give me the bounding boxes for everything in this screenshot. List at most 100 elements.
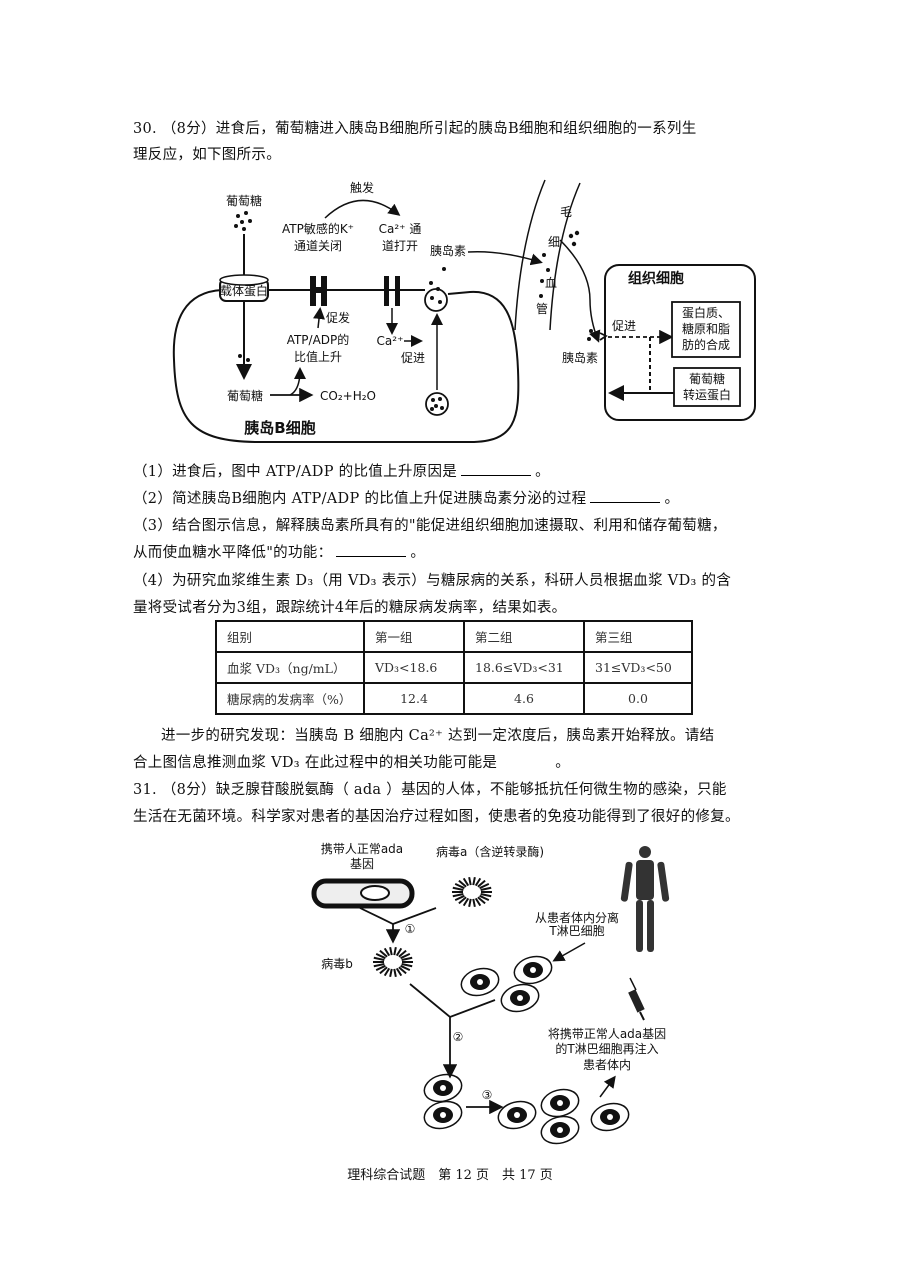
plasmid-label-2: 基因 (350, 857, 374, 871)
t-cell-icon (423, 1100, 463, 1130)
t-cell-icon (540, 1115, 580, 1145)
isolate-label: 从患者体内分离 (535, 910, 619, 925)
answer-blank-4[interactable] (501, 755, 551, 767)
table-row: 组别 第一组 第二组 第三组 (215, 620, 693, 653)
page-footer: 理科综合试题 第 12 页 共 17 页 (347, 1168, 553, 1183)
ca-channel-label: Ca²⁺ 通 (379, 222, 422, 236)
virus-a-icon (452, 876, 492, 908)
capillary-char: 细 (548, 235, 560, 249)
table-cell: 血浆 VD₃（ng/mL） (215, 651, 365, 684)
t-cell-icon (497, 1100, 537, 1130)
k-channel-label-2: 通道关闭 (294, 239, 342, 253)
table-cell: 第一组 (363, 620, 465, 653)
t-cell-icon (423, 1073, 463, 1103)
q31-stem: 31. （8分）缺乏腺苷酸脱氨酶（ ada ）基因的人体，不能够抵抗任何微生物的… (133, 782, 727, 798)
virus-b-label: 病毒b (321, 956, 353, 971)
question-1-text: （1）进食后，图中 ATP/ADP 的比值上升原因是 (133, 464, 458, 480)
glucose-dots (234, 211, 252, 231)
step-2-label: ② (453, 1030, 464, 1044)
answer-blank-3[interactable] (336, 544, 407, 557)
further-finding-cont: 合上图信息推测血浆 VD₃ 在此过程中的相关功能可能是。 (133, 755, 571, 771)
question-4-cont: 量将受试者分为3组，跟踪统计4年后的糖尿病发病率，结果如表。 (133, 600, 567, 616)
synthesis-label: 蛋白质、 (682, 305, 730, 320)
table-cell: 4.6 (463, 682, 585, 715)
q30-stem-cont: 理反应，如下图所示。 (133, 147, 281, 163)
q31-stem-cont: 生活在无菌环境。科学家对患者的基因治疗过程如图，使患者的免疫功能得到了很好的修复… (133, 809, 740, 825)
glucose-top-label: 葡萄糖 (226, 193, 262, 208)
insulin-label-2: 胰岛素 (562, 350, 598, 365)
inject-label: 将携带正常人ada基因 (548, 1026, 666, 1041)
transporter-label: 转运蛋白 (683, 387, 731, 402)
question-2: （2）简述胰岛B细胞内 ATP/ADP 的比值上升促进胰岛素分泌的过程。 (133, 490, 680, 507)
question-3: （3）结合图示信息，解释胰岛素所具有的"能促进组织细胞加速摄取、利用和储存葡萄糖… (133, 518, 727, 534)
capillary (514, 179, 581, 331)
products-label: CO₂+H₂O (320, 389, 376, 403)
k-channel (310, 276, 327, 306)
table-cell: 18.6≤VD₃<31 (463, 651, 585, 684)
tissue-cell-label: 组织细胞 (628, 270, 684, 287)
plasmid-label: 携带人正常ada (321, 841, 403, 856)
insulin-secretion-diagram: 载体蛋白 葡萄糖 触发 ATP敏感的K⁺ 通道关闭 Ca²⁺ 通 道打开 胰岛素… (172, 179, 756, 443)
tissue-cell (604, 264, 756, 421)
step-3-label: ③ (482, 1088, 493, 1102)
table-cell: 组别 (215, 620, 365, 653)
atp-ratio-label-2: 比值上升 (294, 349, 342, 364)
question-2-text: （2）简述胰岛B细胞内 ATP/ADP 的比值上升促进胰岛素分泌的过程 (133, 491, 587, 507)
capillary-char: 血 (545, 276, 557, 290)
table-cell: 第二组 (463, 620, 585, 653)
promote-label-2: 促进 (612, 319, 636, 333)
table-cell: 12.4 (363, 682, 465, 715)
inject-label-3: 患者体内 (583, 1058, 631, 1072)
synthesis-label: 糖原和脂 (682, 321, 730, 336)
table-cell: 第三组 (583, 620, 693, 653)
t-cell-icon (513, 955, 553, 985)
ca-channel-label-2: 道打开 (382, 239, 418, 253)
table-cell: VD₃<18.6 (363, 651, 465, 684)
table-cell: 31≤VD₃<50 (583, 651, 693, 684)
virus-b-icon (373, 946, 413, 978)
promote-label: 促进 (401, 351, 425, 365)
b-cell-label: 胰岛B细胞 (244, 419, 315, 437)
further-finding: 进一步的研究发现：当胰岛 B 细胞内 Ca²⁺ 达到一定浓度后，胰岛素开始释放。… (161, 728, 715, 744)
atp-ratio-label: ATP/ADP的 (287, 332, 350, 347)
k-channel-label: ATP敏感的K⁺ (282, 221, 354, 236)
step-1-label: ① (405, 922, 416, 936)
gene-therapy-diagram: 携带人正常ada 基因 病毒a（含逆转录酶) ① 病毒b 从患者体内分离 T淋巴… (311, 841, 670, 1145)
synthesis-label: 肪的合成 (682, 337, 730, 352)
answer-blank-1[interactable] (461, 463, 532, 476)
trigger-label: 触发 (350, 180, 374, 195)
b-cell-membrane (172, 289, 520, 443)
isolate-label-2: T淋巴细胞 (548, 924, 604, 938)
promote-release-label: 促发 (326, 310, 350, 325)
transporter-label: 葡萄糖 (689, 371, 725, 386)
t-cell-icon (500, 983, 540, 1013)
inject-label-2: 的T淋巴细胞再注入 (555, 1041, 658, 1056)
ca-ion-label: Ca²⁺ (377, 334, 404, 348)
vd3-table: 组别 第一组 第二组 第三组 血浆 VD₃（ng/mL） VD₃<18.6 18… (215, 620, 693, 715)
table-cell: 糖尿病的发病率（%） (215, 682, 365, 715)
question-3-text: 从而使血糖水平降低"的功能： (133, 545, 333, 561)
virus-a-label: 病毒a（含逆转录酶) (436, 844, 544, 859)
further-finding-text: 合上图信息推测血浆 VD₃ 在此过程中的相关功能可能是 (133, 755, 498, 771)
t-cell-icon (590, 1102, 630, 1132)
t-cell-icon (540, 1088, 580, 1118)
insulin-label: 胰岛素 (430, 243, 466, 258)
table-row: 糖尿病的发病率（%） 12.4 4.6 0.0 (215, 682, 693, 715)
table-cell: 0.0 (583, 682, 693, 715)
capillary-char: 毛 (560, 205, 572, 219)
capillary-char: 管 (536, 301, 548, 316)
t-cell-icon (460, 967, 500, 997)
glucose-bottom-label: 葡萄糖 (227, 388, 263, 403)
carrier-label: 载体蛋白 (220, 283, 268, 298)
q30-stem: 30. （8分）进食后，葡萄糖进入胰岛B细胞所引起的胰岛B细胞和组织细胞的一系列… (133, 121, 697, 137)
answer-blank-2[interactable] (590, 490, 661, 503)
syringe-icon (628, 977, 645, 1021)
table-row: 血浆 VD₃（ng/mL） VD₃<18.6 18.6≤VD₃<31 31≤VD… (215, 651, 693, 684)
insulin-vesicle (425, 392, 449, 416)
question-4: （4）为研究血浆维生素 D₃（用 VD₃ 表示）与糖尿病的关系，科研人员根据血浆… (133, 573, 732, 589)
ca-channel (384, 276, 400, 306)
human-figure-icon (620, 846, 670, 952)
secreting-vesicle (424, 288, 448, 312)
question-3-cont: 从而使血糖水平降低"的功能：。 (133, 544, 426, 561)
